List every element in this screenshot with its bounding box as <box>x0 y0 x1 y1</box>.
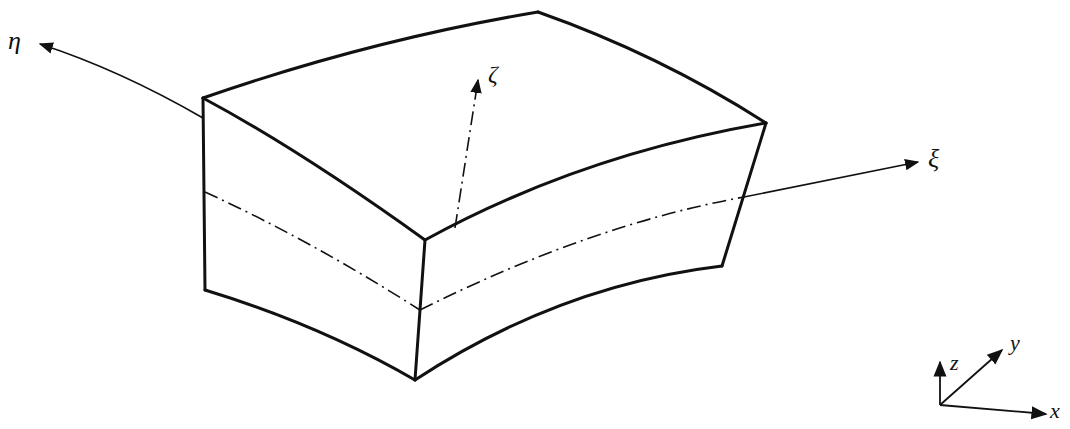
axis-label: η <box>8 28 21 54</box>
eta-axis-arrow <box>40 44 203 118</box>
eta-axis-dashdot <box>205 192 420 310</box>
zeta-axis-arrow <box>455 80 478 228</box>
top-edge <box>203 12 538 98</box>
bottom-edge <box>415 266 722 380</box>
xi-axis-arrow <box>744 162 918 197</box>
xi-axis-dashdot <box>420 197 744 310</box>
axis-label: ξ <box>928 146 939 172</box>
axis-label: y <box>1010 332 1020 354</box>
axis-label: ζ <box>488 62 498 86</box>
global-triad <box>940 350 1046 414</box>
top-edge <box>203 98 425 240</box>
side-edge <box>203 98 205 290</box>
axis-label: z <box>950 352 959 374</box>
axis-label: x <box>1050 400 1060 422</box>
top-edge <box>538 12 766 123</box>
y-axis-arrow <box>940 350 1002 405</box>
mid-surface-axes <box>40 44 918 310</box>
top-edge <box>425 123 766 240</box>
x-axis-arrow <box>940 405 1046 414</box>
bottom-edge <box>205 290 415 380</box>
shell-outline <box>203 12 766 380</box>
z-axis-arrow <box>939 362 941 405</box>
